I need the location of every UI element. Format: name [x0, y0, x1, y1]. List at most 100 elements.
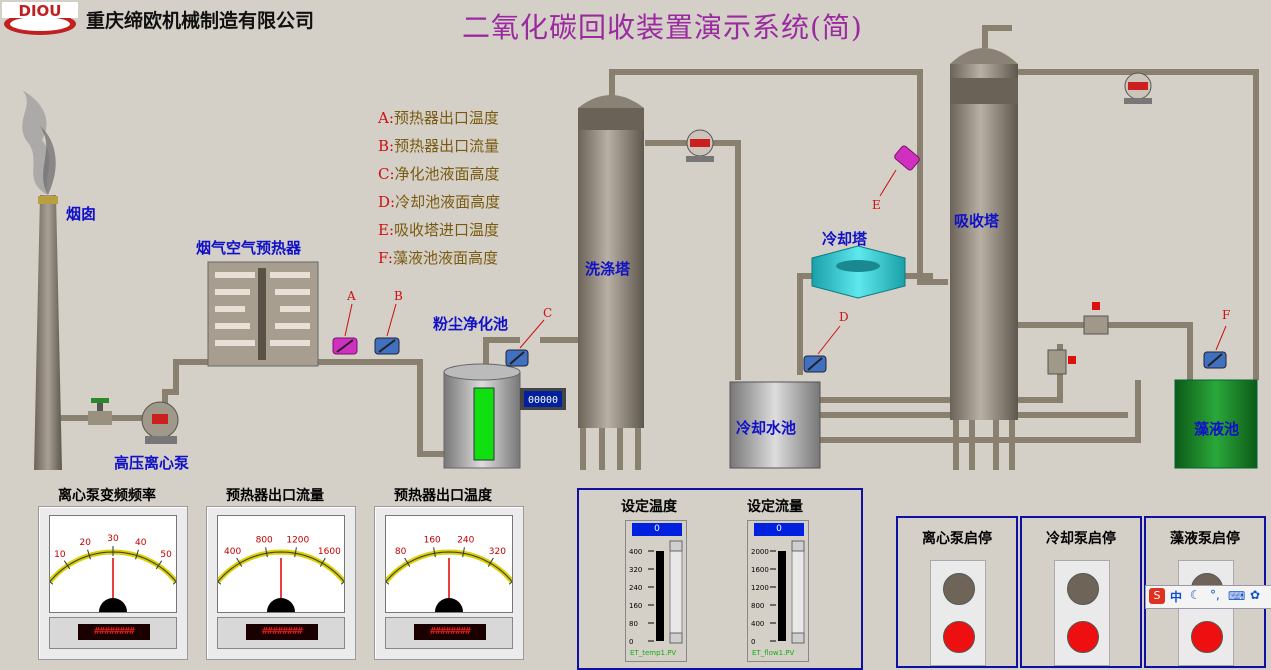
- control-title: 冷却泵启停: [1022, 528, 1140, 548]
- meter-title-flow: 预热器出口流量: [226, 485, 324, 505]
- stop-button[interactable]: [1067, 621, 1099, 653]
- scale-label: 1600: [751, 566, 769, 574]
- legend-item: F:藻液池液面高度: [378, 244, 500, 272]
- label-absorber: 吸收塔: [954, 210, 999, 231]
- ime-toolbar[interactable]: S 中 ☾ °, ⌨ ✿: [1145, 585, 1271, 609]
- sensor-legend: A:预热器出口温度 B:预热器出口流量 C:净化池液面高度 D:冷却池液面高度 …: [378, 104, 500, 272]
- scale-label: 80: [629, 620, 638, 628]
- stop-button[interactable]: [1191, 621, 1223, 653]
- tag-e: E: [872, 198, 881, 212]
- start-button[interactable]: [1067, 573, 1099, 605]
- gauge-led: ########: [78, 624, 150, 640]
- scale-label: 1200: [751, 584, 769, 592]
- setpoint-title-flow: 设定流量: [747, 496, 803, 516]
- temp-setpoint-value: 0: [632, 523, 682, 536]
- scrubber-pump: [686, 130, 714, 162]
- tag-c: C: [543, 306, 552, 320]
- air-preheater: [208, 262, 318, 366]
- gauge-tick-label: 10: [54, 550, 66, 560]
- scale-label: 160: [629, 602, 642, 610]
- meter-title-frequency: 离心泵变频频率: [58, 485, 156, 505]
- scale-label: 400: [751, 620, 764, 628]
- gauge-tick-label: 50: [160, 550, 172, 560]
- tag-f: F: [1222, 308, 1230, 322]
- gauge-tick-label: 40: [135, 538, 147, 548]
- legend-item: C:净化池液面高度: [378, 160, 500, 188]
- gauge-led: ########: [414, 624, 486, 640]
- scroll-down-button[interactable]: [670, 633, 682, 643]
- label-dust-pool: 粉尘净化池: [433, 313, 508, 334]
- label-cooling-pool: 冷却水池: [736, 417, 796, 438]
- valve-upper: [1084, 302, 1108, 334]
- sensor-b: [375, 304, 399, 354]
- scrollbar-track[interactable]: [670, 541, 682, 643]
- gauge-tick-label: 1600: [318, 547, 341, 557]
- absorber-tower: [950, 48, 1018, 470]
- meter-title-temp: 预热器出口温度: [394, 485, 492, 505]
- bar-track: [778, 551, 786, 641]
- bar-track: [656, 551, 664, 641]
- gauge-tick-label: 1200: [286, 535, 309, 545]
- label-scrubber: 洗涤塔: [585, 258, 630, 279]
- flow-setpoint-value: 0: [754, 523, 804, 536]
- ime-lang[interactable]: 中: [1170, 588, 1182, 605]
- gauge-flow: 0400800120016002000 ########: [206, 506, 356, 660]
- gauge-hub: [435, 598, 463, 612]
- dust-purification-pool: 00000: [444, 364, 566, 468]
- scale-label: 400: [629, 548, 642, 556]
- label-chimney: 烟囱: [66, 203, 96, 224]
- tag-a: A: [347, 289, 356, 303]
- label-algae-pool: 藻液池: [1194, 418, 1239, 439]
- chimney: [22, 90, 62, 470]
- scroll-up-button[interactable]: [792, 541, 804, 551]
- dust-pool-readout: 00000: [528, 395, 558, 406]
- control-title: 离心泵启停: [898, 528, 1016, 548]
- sensor-e: [880, 145, 921, 196]
- sensor-d: [804, 326, 840, 372]
- control-title: 藻液泵启停: [1146, 528, 1264, 548]
- gauge-tick-label: 320: [489, 547, 506, 557]
- start-button[interactable]: [943, 573, 975, 605]
- scrubber-tower: [578, 95, 644, 470]
- scroll-down-button[interactable]: [792, 633, 804, 643]
- scale-label: 0: [629, 638, 633, 646]
- cooling-pump-control: 冷却泵启停: [1020, 516, 1142, 668]
- gauge-hub: [99, 598, 127, 612]
- gauge-temperature: 080160240320400 ########: [374, 506, 524, 660]
- stop-button[interactable]: [943, 621, 975, 653]
- scale-label: 320: [629, 566, 642, 574]
- valve-lower: [1048, 350, 1076, 374]
- setpoint-title-temp: 设定温度: [621, 496, 677, 516]
- gauge-tick-label: 30: [107, 534, 119, 544]
- punctuation-icon[interactable]: °,: [1210, 588, 1220, 602]
- ime-logo-icon: S: [1149, 588, 1165, 604]
- gauge-tick-label: 800: [256, 535, 273, 545]
- label-cooling-tower: 冷却塔: [822, 228, 867, 249]
- scrollbar-track[interactable]: [792, 541, 804, 643]
- gauge-tick-label: 400: [224, 547, 241, 557]
- tag-b: B: [394, 289, 403, 303]
- gauge-tick-label: 80: [395, 547, 407, 557]
- gauge-tick-label: 160: [424, 535, 441, 545]
- scale-label: 2000: [751, 548, 769, 556]
- gauge-led: ########: [246, 624, 318, 640]
- sensor-f: [1204, 326, 1226, 368]
- scroll-up-button[interactable]: [670, 541, 682, 551]
- absorber-pump: [1124, 73, 1152, 104]
- gauge-tick-label: 20: [80, 538, 92, 548]
- moon-icon[interactable]: ☾: [1190, 588, 1201, 602]
- skin-icon[interactable]: ✿: [1250, 588, 1260, 602]
- gauge-hub: [267, 598, 295, 612]
- tag-label: ET_flow1.PV: [752, 649, 795, 657]
- process-diagram: 00000: [0, 0, 1271, 480]
- label-pump: 高压离心泵: [114, 452, 189, 473]
- scale-label: 240: [629, 584, 642, 592]
- legend-item: E:吸收塔进口温度: [378, 216, 500, 244]
- keyboard-icon[interactable]: ⌨: [1228, 589, 1245, 603]
- tag-d: D: [839, 310, 849, 324]
- scale-label: 0: [751, 638, 755, 646]
- tag-label: ET_temp1.PV: [630, 649, 676, 657]
